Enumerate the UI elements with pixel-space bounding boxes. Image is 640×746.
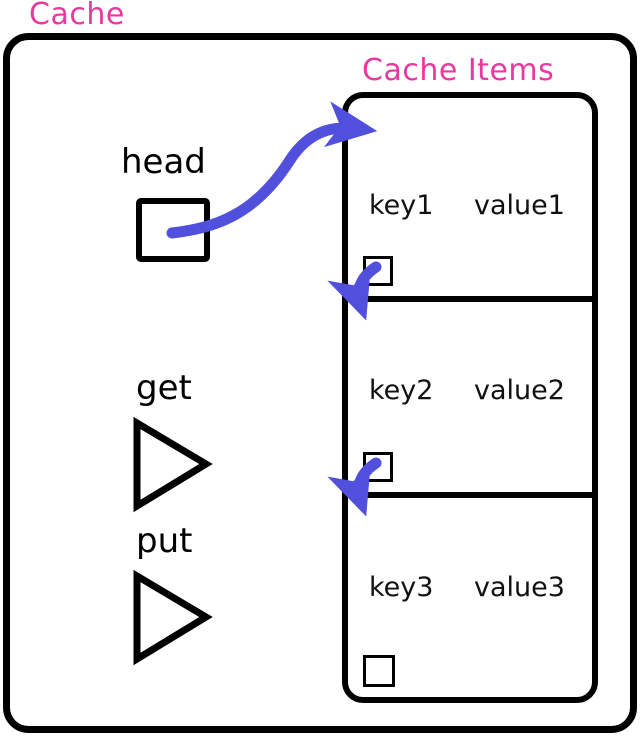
head-to-item1-arrow [166,101,378,239]
cache-items-container [342,92,598,703]
cache-item-3-next-pointer-box[interactable] [363,655,395,687]
item1-to-item2-arrow [327,261,382,321]
put-play-triangle-icon[interactable] [133,569,213,666]
get-play-triangle-icon[interactable] [133,416,213,513]
item2-to-item3-arrow [327,457,382,517]
